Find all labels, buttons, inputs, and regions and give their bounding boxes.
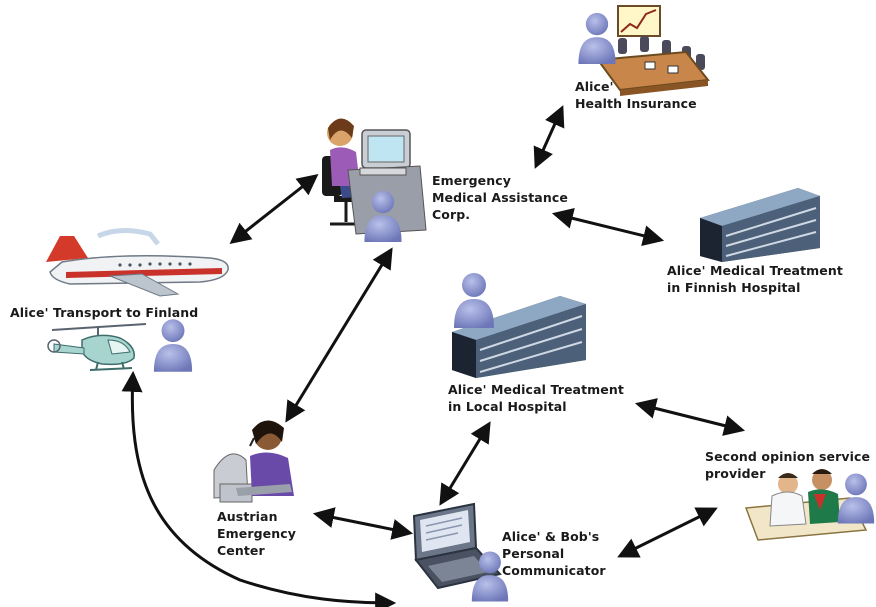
arrow-emergency-transport <box>229 174 319 244</box>
doctors-consulting-icon <box>744 469 868 541</box>
label-health-insurance: Alice' Health Insurance <box>575 79 697 111</box>
arrow-second-opinion-communicator <box>617 507 718 558</box>
label-transport: Alice' Transport to Finland <box>10 305 199 320</box>
label-finnish-hospital: Alice' Medical Treatment in Finnish Hosp… <box>667 263 843 295</box>
operator-at-computer-icon <box>322 118 427 235</box>
label-emergency-corp: Emergency Medical Assistance Corp. <box>432 173 568 222</box>
arrow-local-hospital-communicator <box>439 421 491 506</box>
connections <box>121 105 746 607</box>
laptop-icon <box>412 502 502 590</box>
person-icon <box>578 12 616 64</box>
arrow-emergency-austrian <box>285 247 393 423</box>
arrow-local-hospital-second-opinion <box>634 398 746 436</box>
label-second-opinion: Second opinion service provider <box>705 449 871 481</box>
arrow-insurance-emergency <box>533 105 565 169</box>
headset-operator-icon <box>213 420 294 503</box>
airplane-icon <box>46 228 229 297</box>
label-austrian-center: Austrian Emergency Center <box>217 509 296 558</box>
arrow-austrian-communicator <box>312 507 414 540</box>
label-local-hospital: Alice' Medical Treatment in Local Hospit… <box>448 382 624 414</box>
arrow-transport-communicator <box>121 370 397 607</box>
label-communicator: Alice' & Bob's Personal Communicator <box>502 529 606 578</box>
person-icon <box>454 273 494 328</box>
arrow-emergency-finnish-hospital <box>551 208 665 246</box>
person-icon <box>153 319 193 372</box>
hospital-building-icon <box>452 296 586 378</box>
helicopter-icon <box>47 323 147 371</box>
hospital-building-icon <box>700 188 820 262</box>
